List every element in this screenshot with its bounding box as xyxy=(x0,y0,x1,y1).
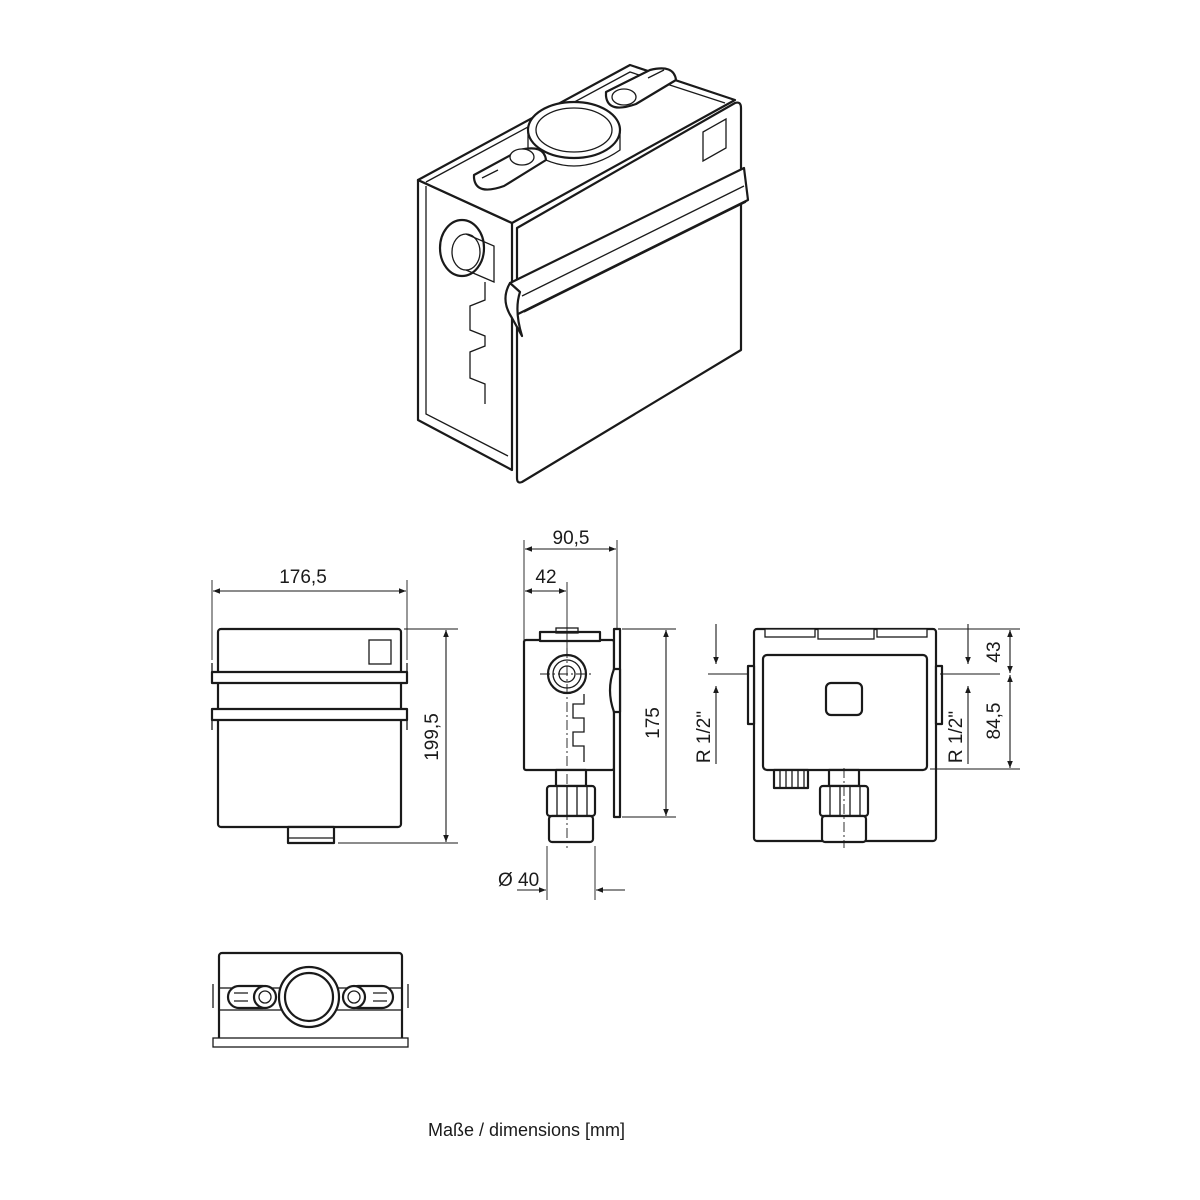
dim-outlet-diameter: Ø 40 xyxy=(498,870,539,891)
isometric-view xyxy=(416,63,750,484)
side-view: 90,5 42 175 R 1/2" Ø 40 xyxy=(498,528,750,900)
dim-side-height: 175 xyxy=(643,707,664,739)
dim-side-thread: R 1/2" xyxy=(694,711,715,763)
dim-back-thread: R 1/2" xyxy=(946,711,967,763)
square-marker-icon xyxy=(824,681,864,717)
dim-front-width: 176,5 xyxy=(279,567,327,588)
top-view xyxy=(212,951,409,1048)
caption: Maße / dimensions [mm] xyxy=(428,1120,625,1140)
front-view: 176,5 199,5 xyxy=(210,567,458,845)
dim-back-top-offset: 43 xyxy=(984,641,1005,662)
back-view: R 1/2" 43 84,5 xyxy=(746,624,1020,848)
dim-side-depth-box: 42 xyxy=(535,567,556,588)
square-marker-icon xyxy=(368,639,392,665)
dim-side-depth-total: 90,5 xyxy=(553,528,590,549)
dim-back-height: 84,5 xyxy=(984,703,1005,740)
dim-front-height: 199,5 xyxy=(422,713,443,761)
